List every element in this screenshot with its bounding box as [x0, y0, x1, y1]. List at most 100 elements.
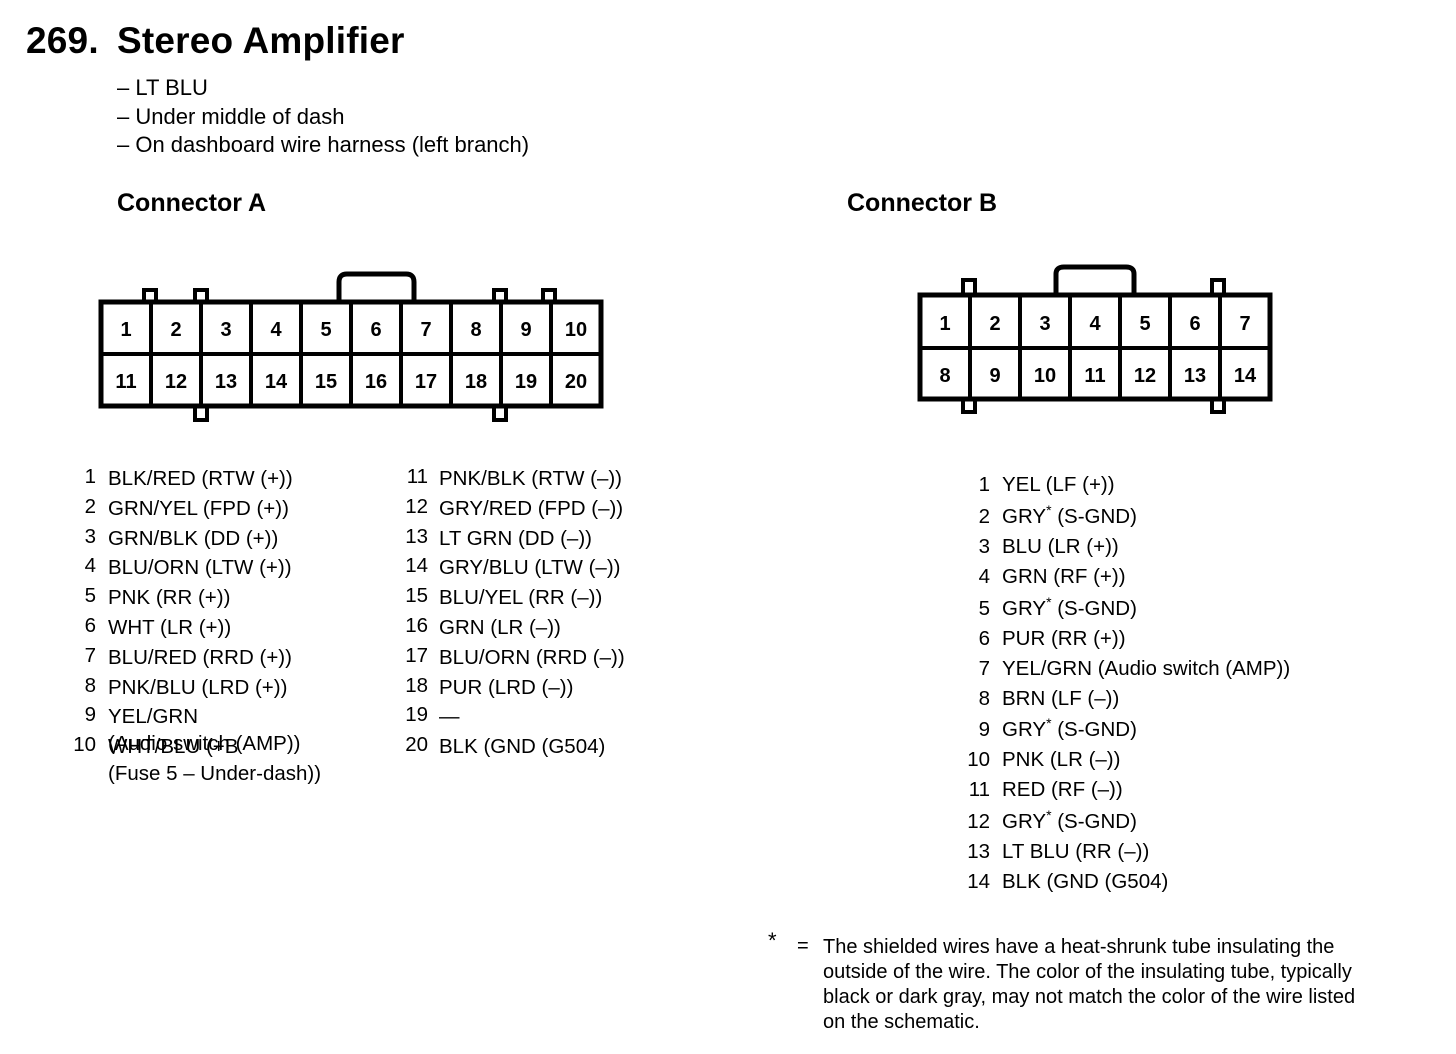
connector-b-cavity-6: 6 [1189, 313, 1200, 335]
pin-number: 9 [978, 718, 990, 742]
pin-description: BRN (LF (–)) [1002, 686, 1120, 710]
pin-description: BLU/YEL (RR (–)) [439, 586, 603, 610]
footnote-text: The shielded wires have a heat-shrunk tu… [823, 935, 1433, 1035]
pin-row: 17 BLU/ORN (RRD (–)) [398, 643, 625, 671]
pin-row: 11 RED (RF (–)) [960, 772, 1290, 802]
pin-row: 8 PNK/BLU (LRD (+)) [70, 674, 321, 701]
pin-description: BLK (GND (G504) [439, 735, 606, 759]
pin-row: 10 PNK (LR (–)) [960, 742, 1290, 772]
pin-description: BLU/ORN (RRD (–)) [439, 645, 625, 669]
pin-number: 13 [967, 840, 990, 864]
connector-a-cavity-11: 11 [115, 371, 136, 393]
connector-b-cavity-4: 4 [1089, 313, 1101, 335]
connector-b-cavity-7: 7 [1239, 313, 1250, 335]
connector-a-cavity-19: 19 [515, 371, 537, 393]
connector-a-cavity-6: 6 [370, 319, 381, 341]
connector-b-cavity-3: 3 [1039, 313, 1050, 335]
pin-number: 11 [406, 465, 428, 488]
pin-number: 6 [978, 626, 990, 650]
pin-number: 1 [978, 473, 990, 496]
pin-description: PUR (RR (+)) [1002, 626, 1126, 650]
pin-description: GRN (RF (+)) [1002, 564, 1126, 588]
pin-description: BLU/RED (RRD (+)) [108, 645, 292, 669]
connector-b-cavity-14: 14 [1234, 365, 1257, 387]
pin-number: 10 [73, 733, 96, 757]
pin-description: PUR (LRD (–)) [439, 675, 574, 699]
pin-number: 1 [84, 465, 96, 488]
connector-b-cavity-10: 10 [1034, 365, 1056, 387]
pin-description: LT GRN (DD (–)) [439, 526, 592, 550]
connector-b-cavity-1: 1 [939, 313, 950, 335]
connector-a-cavity-13: 13 [215, 371, 237, 393]
note-color: – LT BLU [117, 75, 208, 100]
section-number: 269. [26, 20, 99, 61]
connector-b-cavity-13: 13 [1184, 365, 1206, 387]
connector-b-label: Connector B [847, 189, 997, 217]
pin-number: 20 [405, 733, 428, 757]
connector-b-cavity-2: 2 [989, 313, 1000, 335]
connector-a-cavity-9: 9 [520, 319, 531, 341]
pin-number: 4 [978, 564, 990, 588]
connector-a-cavity-8: 8 [470, 319, 481, 341]
pin-number: 3 [978, 534, 990, 558]
connector-a-cavity-10: 10 [565, 319, 587, 341]
pin-description: GRN (LR (–)) [439, 615, 561, 639]
pin-description: BLK (GND (G504) [1002, 870, 1169, 894]
pin-description: GRY* (S-GND) [1002, 807, 1137, 834]
pin-number: 5 [84, 584, 96, 608]
shielded-marker: * [1046, 807, 1052, 824]
pin-description: PNK/BLU (LRD (+)) [108, 675, 288, 699]
location-notes: – LT BLU – Under middle of dash – On das… [117, 74, 529, 160]
pin-number: 5 [978, 596, 990, 620]
page-title: 269. Stereo Amplifier [26, 20, 405, 62]
section-title: Stereo Amplifier [117, 20, 405, 61]
pin-number: 11 [968, 778, 990, 802]
shielded-marker: * [1046, 593, 1052, 610]
pin-description: YEL/GRN(Audio switch (AMP)) [108, 705, 301, 756]
pin-description: GRY* (S-GND) [1002, 501, 1137, 528]
pin-description: PNK (RR (+)) [108, 586, 231, 610]
pin-number: 12 [967, 810, 990, 834]
pin-description: PNK (LR (–)) [1002, 748, 1121, 772]
pin-number: 10 [967, 748, 990, 772]
note-location: – Under middle of dash [117, 103, 345, 129]
shielded-marker: * [1046, 715, 1052, 732]
pin-row: 19— [398, 703, 625, 730]
connector-a-label: Connector A [117, 189, 267, 217]
connector-a-cavity-7: 7 [420, 319, 431, 341]
connector-a-cavity-14: 14 [265, 371, 288, 393]
pin-number: 17 [405, 643, 428, 667]
pin-row: 5 PNK (RR (+)) [70, 584, 321, 611]
pin-description: WHT/BLU (+B(Fuse 5 – Under-dash)) [108, 735, 322, 786]
pin-description: WHT (LR (+)) [108, 615, 232, 639]
connector-b-cavity-11: 11 [1084, 365, 1105, 387]
pin-number: 19 [405, 703, 428, 727]
pin-description: GRY/RED (FPD (–)) [439, 496, 624, 520]
pin-number: 8 [84, 673, 96, 697]
pin-number: 7 [978, 656, 990, 680]
footnote-line: The shielded wires have a heat-shrunk tu… [823, 936, 1335, 958]
pin-description: RED (RF (–)) [1002, 778, 1123, 802]
pin-row: 20 BLK (GND (G504) [398, 733, 625, 760]
footnote-line: outside of the wire. The color of the in… [823, 961, 1352, 983]
